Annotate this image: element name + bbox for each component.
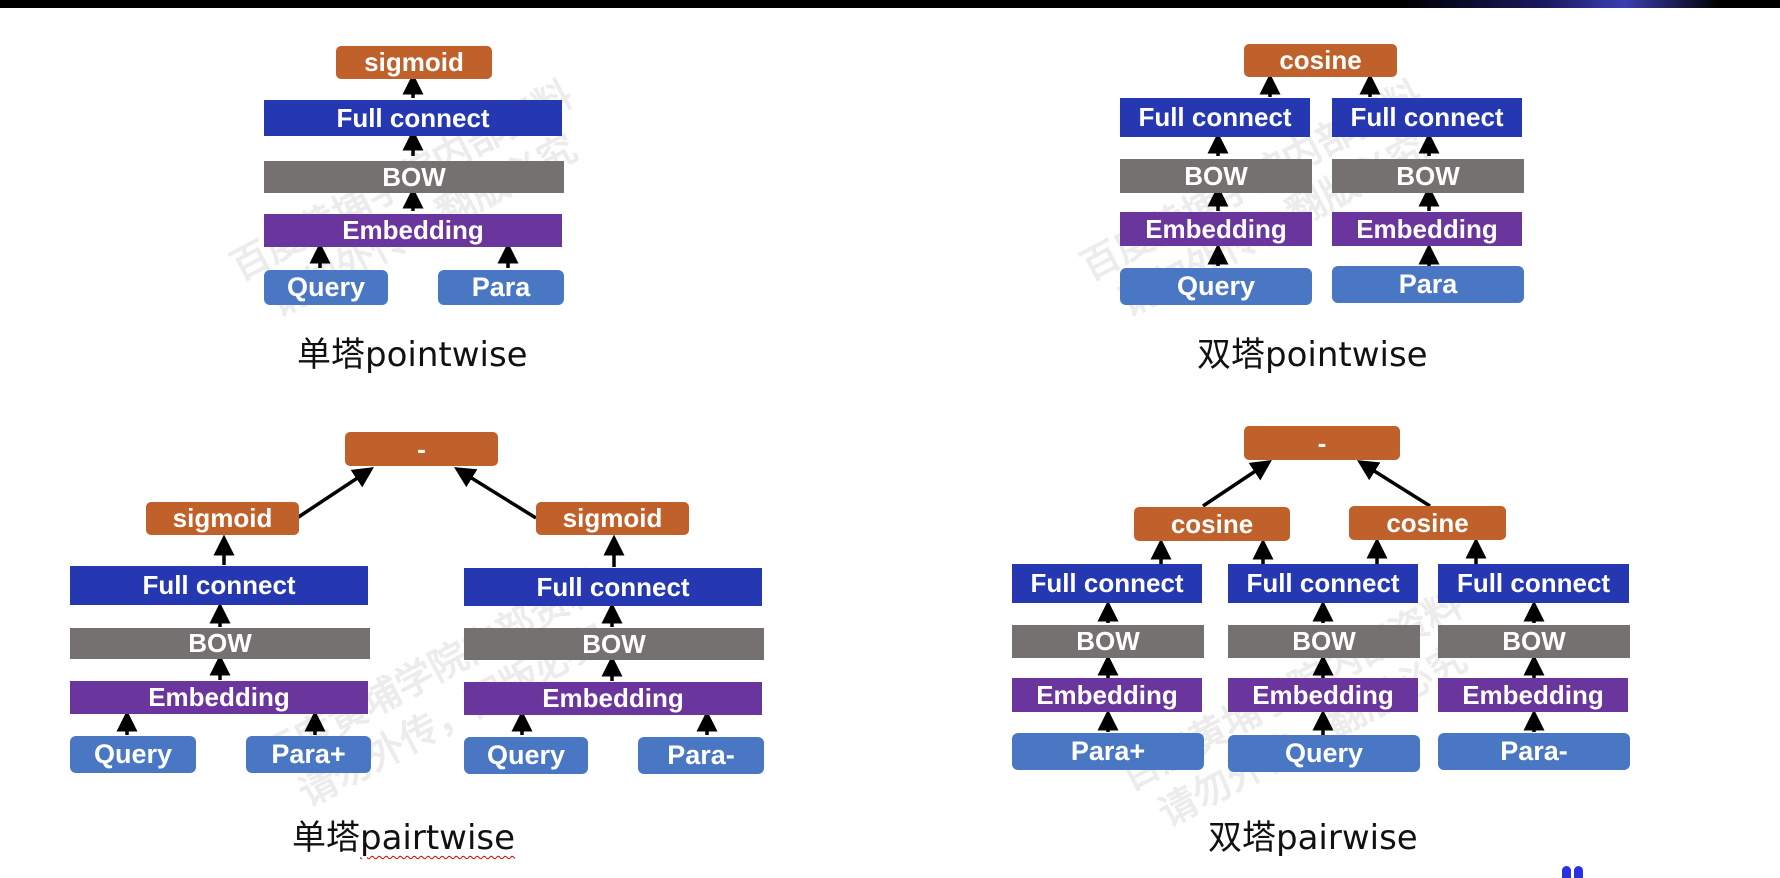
arrow bbox=[1357, 460, 1431, 508]
sigmoid-node: sigmoid bbox=[336, 46, 492, 79]
full-connect-layer-1: Full connect bbox=[1012, 564, 1202, 603]
embedding-layer-2: Embedding bbox=[1228, 678, 1418, 712]
full-connect-layer-left: Full connect bbox=[1120, 98, 1310, 137]
embedding-layer-right: Embedding bbox=[464, 682, 762, 715]
arrow bbox=[1202, 460, 1272, 508]
cosine-node: cosine bbox=[1244, 44, 1397, 77]
caption-cn: 双塔 bbox=[1197, 335, 1265, 375]
bow-layer-right: BOW bbox=[464, 628, 764, 660]
minus-node: - bbox=[345, 432, 498, 466]
caption-dual-tower-pairwise: 双塔pairwise bbox=[1208, 810, 1418, 859]
full-connect-layer-right: Full connect bbox=[464, 568, 762, 606]
caption-en: pointwise bbox=[365, 335, 528, 375]
full-connect-layer: Full connect bbox=[264, 100, 562, 136]
bow-layer-3: BOW bbox=[1438, 625, 1630, 658]
bow-layer-2: BOW bbox=[1228, 625, 1420, 658]
embedding-layer-1: Embedding bbox=[1012, 678, 1202, 712]
caption-en-misspelled: pairtwise bbox=[360, 818, 516, 858]
para-plus-input: Para+ bbox=[1012, 733, 1204, 770]
caption-en: pointwise bbox=[1265, 335, 1428, 375]
bow-layer: BOW bbox=[264, 161, 564, 193]
arrow bbox=[296, 467, 374, 520]
caption-cn: 双塔 bbox=[1208, 818, 1276, 858]
cosine-node-left: cosine bbox=[1134, 507, 1290, 541]
caption-cn: 单塔 bbox=[292, 818, 360, 858]
full-connect-layer-2: Full connect bbox=[1228, 564, 1418, 603]
sigmoid-node-right: sigmoid bbox=[536, 502, 689, 535]
query-input: Query bbox=[264, 270, 388, 305]
para-minus-input: Para- bbox=[638, 737, 764, 774]
caption-single-tower-pairwise: 单塔pairtwise bbox=[292, 810, 515, 859]
top-bar bbox=[0, 0, 1780, 8]
caption-en: pairwise bbox=[1276, 818, 1418, 858]
full-connect-layer-right: Full connect bbox=[1332, 98, 1522, 137]
top-bar-accent bbox=[1400, 0, 1720, 8]
full-connect-layer-left: Full connect bbox=[70, 566, 368, 605]
embedding-layer-3: Embedding bbox=[1438, 678, 1628, 712]
embedding-layer-left: Embedding bbox=[1120, 212, 1312, 246]
para-minus-input: Para- bbox=[1438, 733, 1630, 770]
sigmoid-node-left: sigmoid bbox=[146, 502, 299, 535]
query-input: Query bbox=[1120, 268, 1312, 305]
arrow bbox=[454, 467, 537, 520]
bow-layer-1: BOW bbox=[1012, 625, 1204, 658]
query-input-left: Query bbox=[70, 736, 196, 773]
caption-single-tower-pointwise: 单塔pointwise bbox=[297, 327, 528, 376]
embedding-layer-left: Embedding bbox=[70, 681, 368, 714]
minus-node: - bbox=[1244, 426, 1400, 460]
query-input: Query bbox=[1228, 735, 1420, 772]
caption-cn: 单塔 bbox=[297, 335, 365, 375]
para-input: Para bbox=[438, 270, 564, 305]
bow-layer-right: BOW bbox=[1332, 159, 1524, 193]
full-connect-layer-3: Full connect bbox=[1438, 564, 1629, 603]
bow-layer-left: BOW bbox=[1120, 159, 1312, 193]
embedding-layer-right: Embedding bbox=[1332, 212, 1522, 246]
logo-icon bbox=[1562, 866, 1588, 878]
para-plus-input: Para+ bbox=[246, 736, 371, 773]
bow-layer-left: BOW bbox=[70, 628, 370, 659]
query-input-right: Query bbox=[464, 737, 588, 774]
para-input: Para bbox=[1332, 266, 1524, 303]
cosine-node-right: cosine bbox=[1349, 506, 1506, 540]
embedding-layer: Embedding bbox=[264, 214, 562, 247]
caption-dual-tower-pointwise: 双塔pointwise bbox=[1197, 327, 1428, 376]
